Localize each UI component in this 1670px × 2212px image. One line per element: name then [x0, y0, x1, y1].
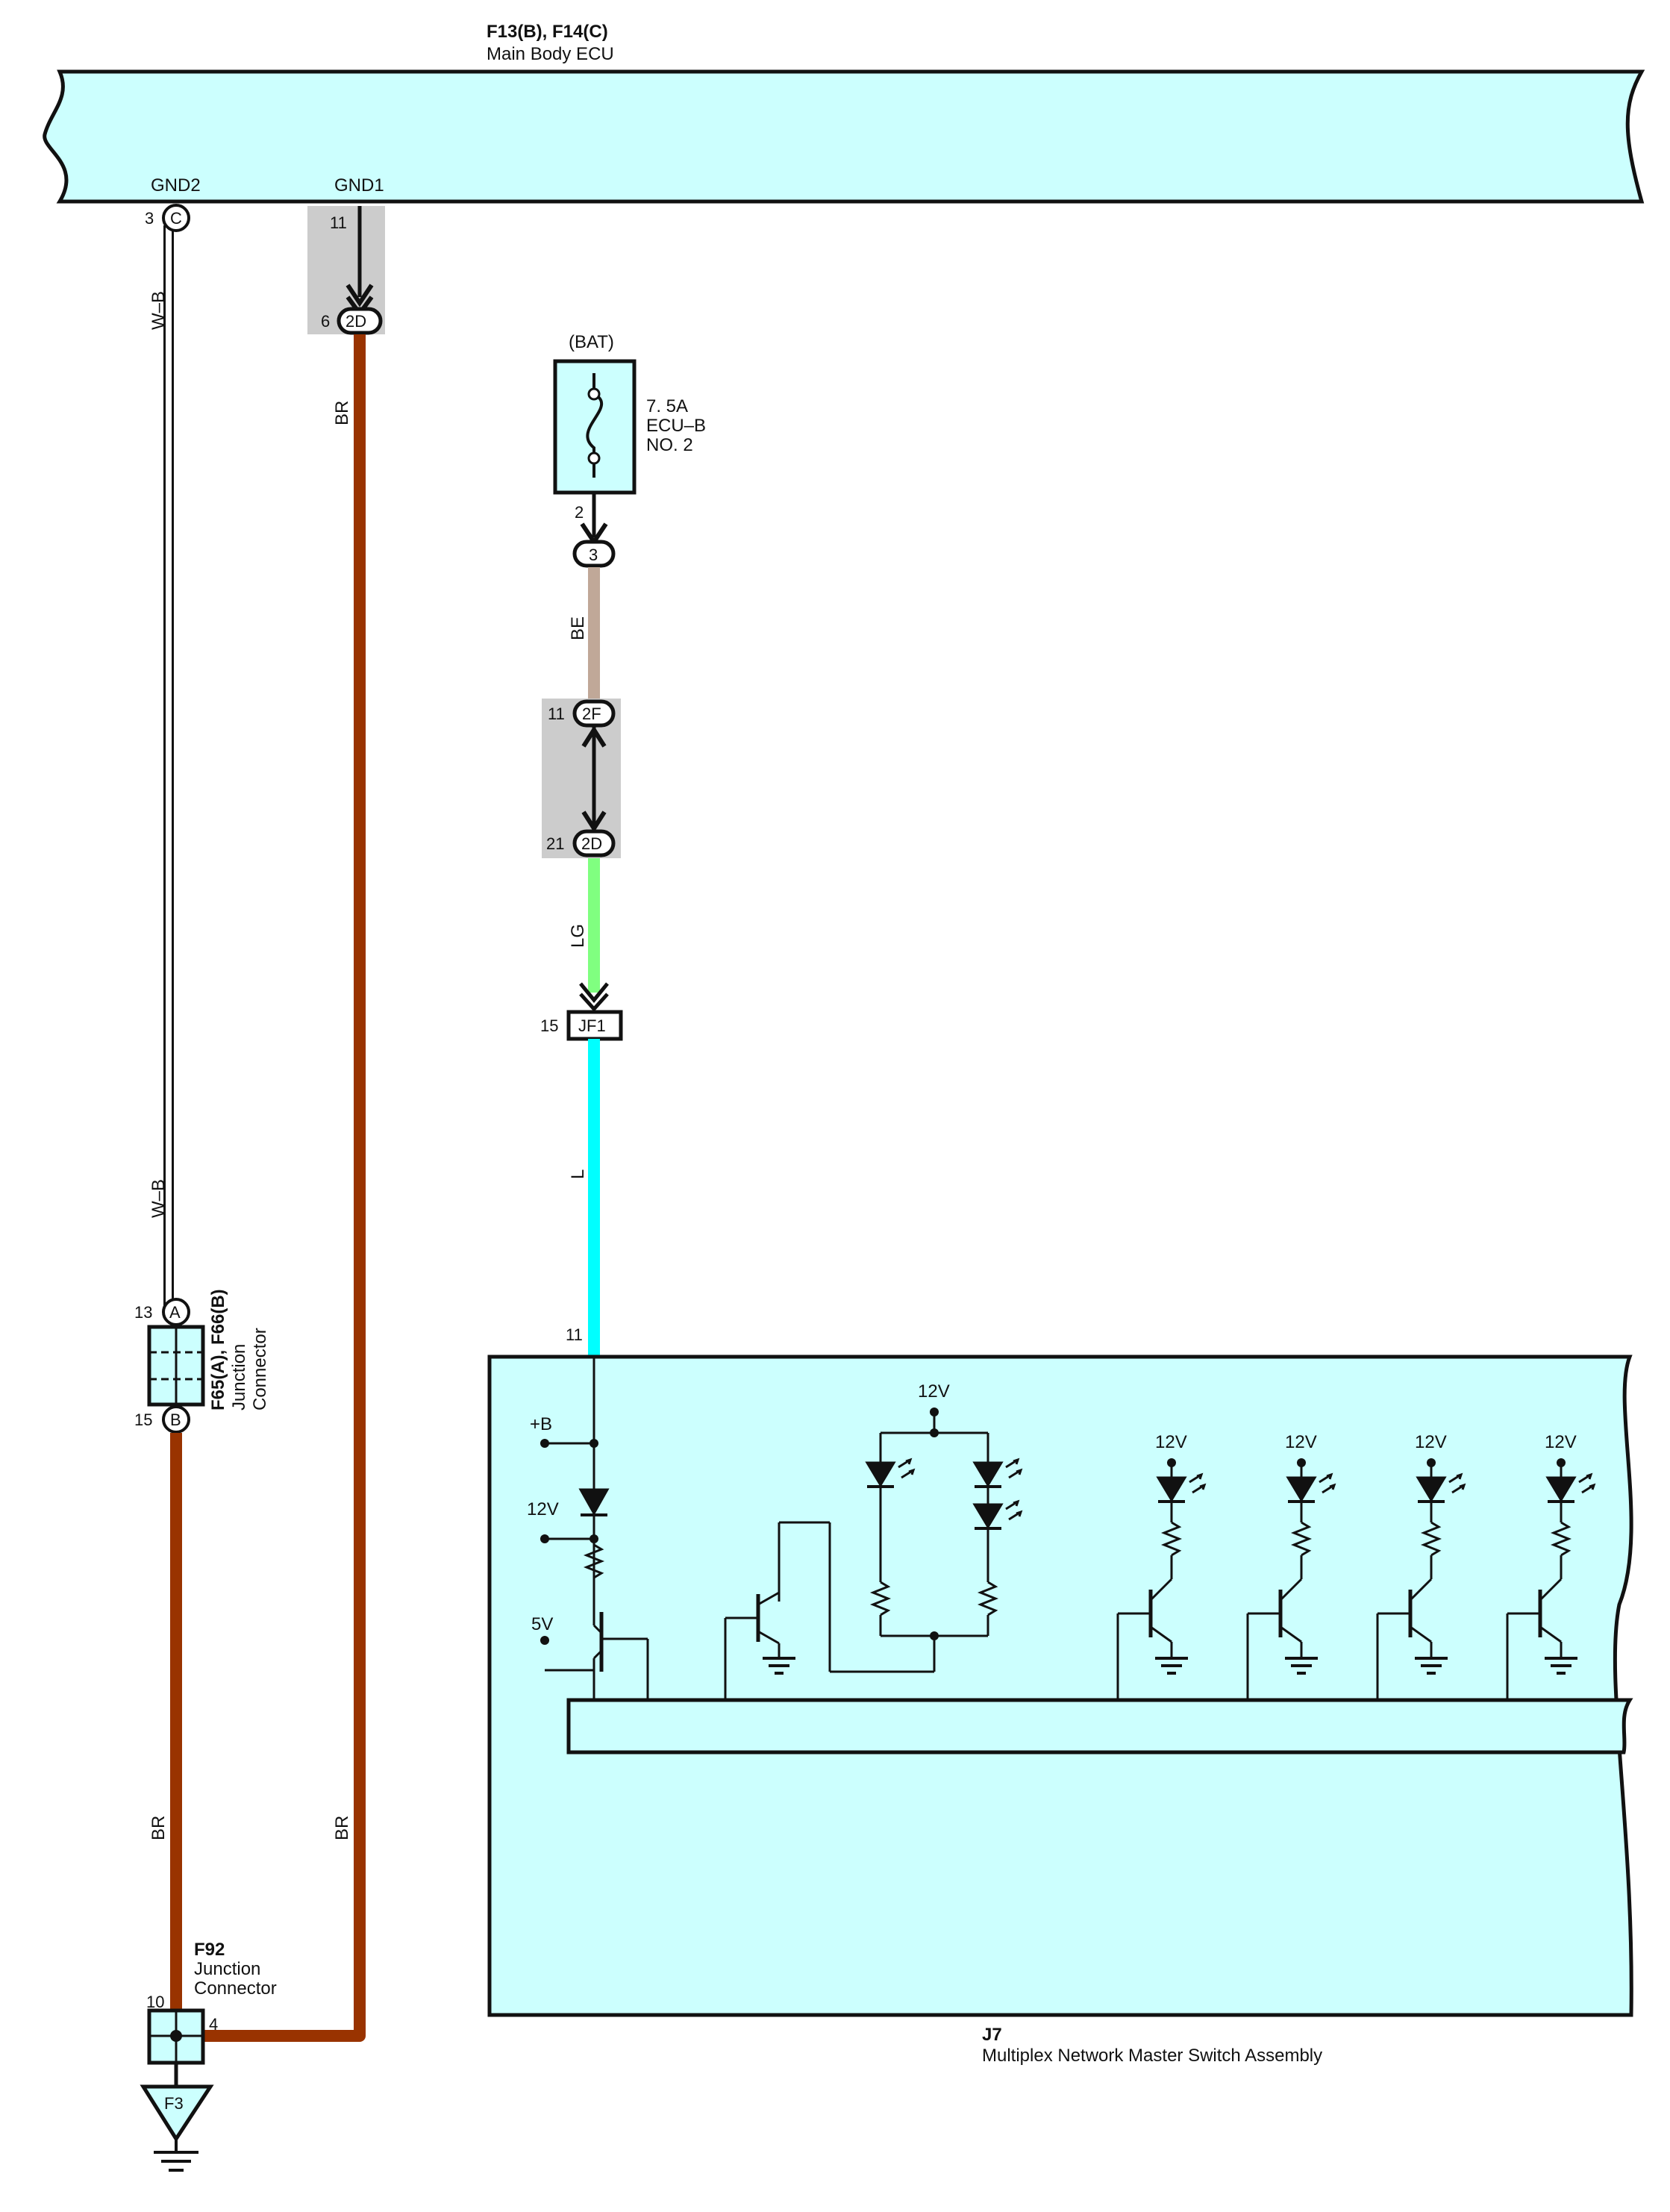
fuse-out-pin: 2: [575, 503, 584, 522]
fuse-source: (BAT): [569, 332, 614, 352]
switch-5v: 5V: [531, 1614, 553, 1634]
led-stage-2: 12V: [1246, 1432, 1336, 1700]
junction-pin-b: 15: [134, 1410, 152, 1429]
gnd2-circuit: C 3 W–B W–B: [145, 204, 190, 1307]
switch-part: J7: [982, 2025, 1002, 2045]
gnd2-conn: C: [170, 209, 182, 228]
f92-pin-right: 4: [209, 2015, 218, 2034]
gnd1-pin-bot: 6: [321, 312, 330, 331]
pin-2d: 21: [546, 834, 564, 853]
switch-12v-e: 12V: [1415, 1432, 1447, 1452]
conn-jf1-label: JF1: [578, 1016, 606, 1035]
conn-2d-label: 2D: [581, 834, 602, 853]
junction-wire: BR: [148, 1816, 169, 1840]
ecu-part: F13(B), F14(C): [487, 22, 608, 42]
f92-pin-left: 10: [146, 1993, 164, 2011]
gnd1-wire: BR: [332, 401, 352, 425]
f92-ground: F3: [164, 2094, 184, 2113]
gnd2-pin: 3: [145, 209, 154, 228]
conn-2d: [572, 829, 616, 857]
main-body-ecu: F13(B), F14(C) Main Body ECU GND2 GND1: [43, 22, 1645, 204]
switch-12v-b: 12V: [918, 1381, 950, 1402]
f92-name1: Junction: [194, 1959, 260, 1979]
switch-12v-c: 12V: [1155, 1432, 1187, 1452]
gnd1-pin-top: 11: [330, 213, 347, 232]
ecu-box: [43, 69, 1645, 204]
switch-12v-a: 12V: [527, 1499, 559, 1519]
junction-connector-f92: F92 Junction Connector 10 4 F3: [140, 1940, 277, 2172]
junction-conn-b: B: [170, 1410, 181, 1429]
conn-2f-label: 2F: [582, 704, 601, 723]
junction-conn-a: A: [169, 1303, 181, 1322]
gnd2-wire-mid: W–B: [148, 1179, 169, 1218]
led-stage-4: 12V: [1506, 1432, 1596, 1700]
input-stage: [545, 1357, 649, 1700]
switch-box: [487, 1355, 1633, 2017]
pin-jf1: 15: [540, 1016, 558, 1035]
switch-12v-d: 12V: [1285, 1432, 1317, 1452]
junction-part: F65(A), F66(B): [208, 1289, 228, 1410]
junction-pin-a: 13: [134, 1303, 152, 1322]
gnd2-terminal: [162, 204, 190, 232]
gnd1-circuit: 2D 11 6 BR BR: [203, 206, 385, 2042]
switch-12v-f: 12V: [1545, 1432, 1577, 1452]
switch-name: Multiplex Network Master Switch Assembly: [982, 2046, 1322, 2066]
pin-2f: 11: [548, 704, 565, 723]
sw-pin: 11: [566, 1325, 583, 1344]
junction-name1: Junction: [229, 1344, 249, 1410]
bat-circuit: (BAT) 7. 5A ECU–B NO. 2 2 3 BE 2F 11 2D …: [540, 332, 706, 1381]
f92-name2: Connector: [194, 1978, 277, 1999]
junction-connector-f65: A 13 B 15 F65(A), F66(B) Junction Connec…: [134, 1289, 270, 2013]
gnd1-wire-low: BR: [332, 1816, 352, 1840]
switch-plus-b: +B: [530, 1414, 552, 1434]
gnd1-conn-2d: [337, 307, 383, 335]
fuse-name2: NO. 2: [646, 435, 693, 455]
gnd1-conn-label: 2D: [345, 312, 366, 331]
fuse-name1: ECU–B: [646, 416, 706, 436]
switch-bus: [566, 1698, 1633, 1755]
led-stage-3: 12V: [1376, 1432, 1466, 1700]
l-wire: L: [568, 1169, 588, 1179]
ground-triangle: [140, 2084, 214, 2143]
ecu-pin-gnd2: GND2: [151, 175, 201, 196]
lg-wire: LG: [568, 924, 588, 948]
fuse-conn-label: 3: [589, 546, 598, 564]
ecu-name: Main Body ECU: [487, 44, 614, 64]
be-wire: BE: [568, 616, 588, 640]
gnd2-wire-top: W–B: [148, 291, 169, 330]
conn-2f: [572, 699, 616, 728]
junction-name2: Connector: [250, 1328, 270, 1410]
led-stage-1: 12V: [1116, 1432, 1207, 1700]
ecu-pin-gnd1: GND1: [334, 175, 384, 196]
fuse-conn-3: [572, 540, 616, 568]
switch-assembly-j7: J7 Multiplex Network Master Switch Assem…: [487, 1355, 1633, 2066]
fuse-rating: 7. 5A: [646, 396, 688, 416]
f92-part: F92: [194, 1940, 225, 1960]
